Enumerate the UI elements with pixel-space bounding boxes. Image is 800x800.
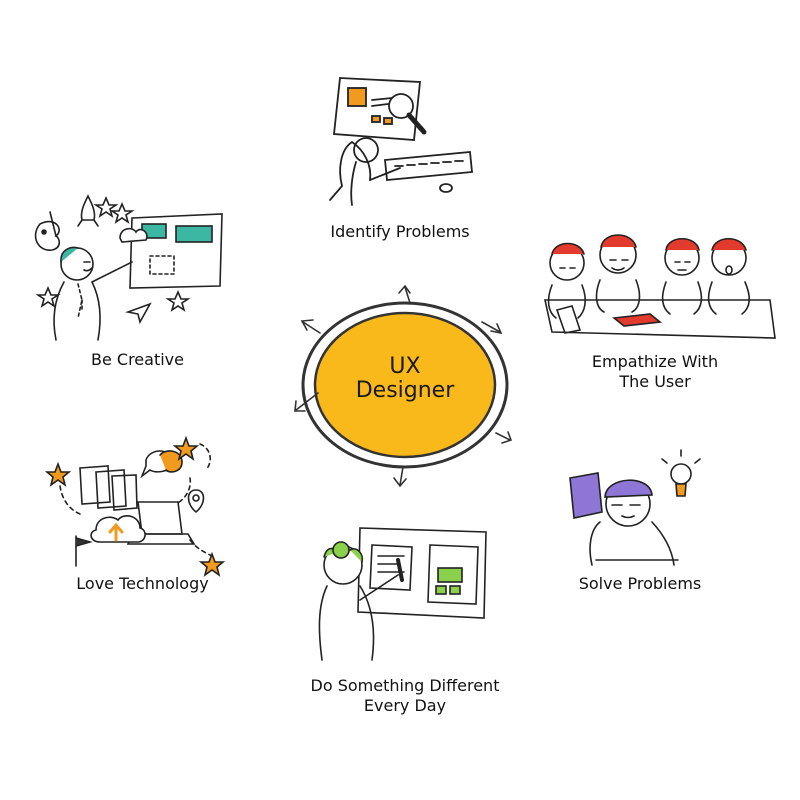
person-4	[707, 237, 751, 315]
hub-title-line-1: UX	[389, 354, 421, 379]
label-empathize: Empathize With The User	[560, 352, 750, 392]
star-icon-4	[93, 195, 119, 218]
label-be-creative: Be Creative	[65, 350, 210, 370]
label-solve-line-1: Solve Problems	[578, 574, 702, 593]
arrow-upper-right	[481, 321, 503, 335]
rocket-icon	[77, 194, 99, 227]
arrow-down	[393, 466, 407, 488]
label-empathize-line-2: The User	[619, 372, 691, 391]
magnifier-icon	[388, 93, 414, 119]
label-identify-problems: Identify Problems	[300, 222, 500, 242]
keyboard-icon	[384, 151, 473, 181]
whiteboard-icon	[357, 527, 487, 619]
star-icon-6	[35, 285, 61, 308]
paper-icon	[555, 305, 582, 334]
creative-illustration	[34, 194, 223, 341]
mouse-icon	[439, 183, 453, 193]
sticky-note-icon	[347, 87, 367, 107]
star-icon-3	[198, 551, 226, 577]
cloud-icon-small	[119, 227, 148, 243]
flag-icon	[75, 535, 93, 567]
hub-arrows	[294, 284, 513, 488]
location-pin-icon	[187, 489, 205, 514]
monitor-icon	[333, 77, 421, 141]
technology-illustration	[44, 435, 226, 577]
label-different-line-2: Every Day	[363, 696, 447, 715]
identify-illustration	[329, 77, 473, 206]
arrow-up	[398, 284, 411, 304]
server-icon	[79, 465, 138, 511]
paper-plane-icon	[125, 302, 152, 325]
label-solve-problems: Solve Problems	[555, 574, 725, 594]
red-sheet-icon	[611, 313, 663, 327]
star-icon	[44, 461, 72, 487]
label-empathize-line-1: Empathize With	[591, 352, 719, 371]
label-identify-line-1: Identify Problems	[330, 222, 470, 241]
person-2	[595, 234, 641, 313]
label-technology-line-1: Love Technology	[76, 574, 209, 593]
arrow-lower-left	[294, 392, 319, 412]
label-different-line-1: Do Something Different	[310, 676, 500, 695]
label-do-something-different: Do Something Different Every Day	[285, 676, 525, 716]
person-1	[547, 242, 587, 319]
hub-title: UX Designer	[330, 355, 480, 403]
hub-title-line-2: Designer	[355, 378, 455, 403]
star-icon-2	[172, 435, 200, 461]
table-icon	[544, 299, 776, 339]
hub	[301, 301, 509, 469]
empathize-illustration	[544, 234, 776, 339]
star-icon-5	[109, 201, 135, 224]
different-illustration	[318, 527, 487, 661]
label-love-technology: Love Technology	[55, 574, 230, 594]
lightbulb-icon	[661, 449, 701, 497]
label-creative-line-1: Be Creative	[91, 350, 184, 369]
arrow-right	[495, 431, 513, 444]
cloud-icon	[90, 515, 146, 543]
palette-icon	[34, 211, 61, 251]
solve-illustration	[569, 449, 701, 566]
arrow-upper-left	[300, 319, 321, 334]
book-icon	[569, 472, 603, 519]
star-icon-7	[165, 289, 191, 312]
board-icon	[129, 213, 223, 289]
person-3	[661, 237, 703, 315]
chat-bubble-icon	[140, 450, 183, 479]
